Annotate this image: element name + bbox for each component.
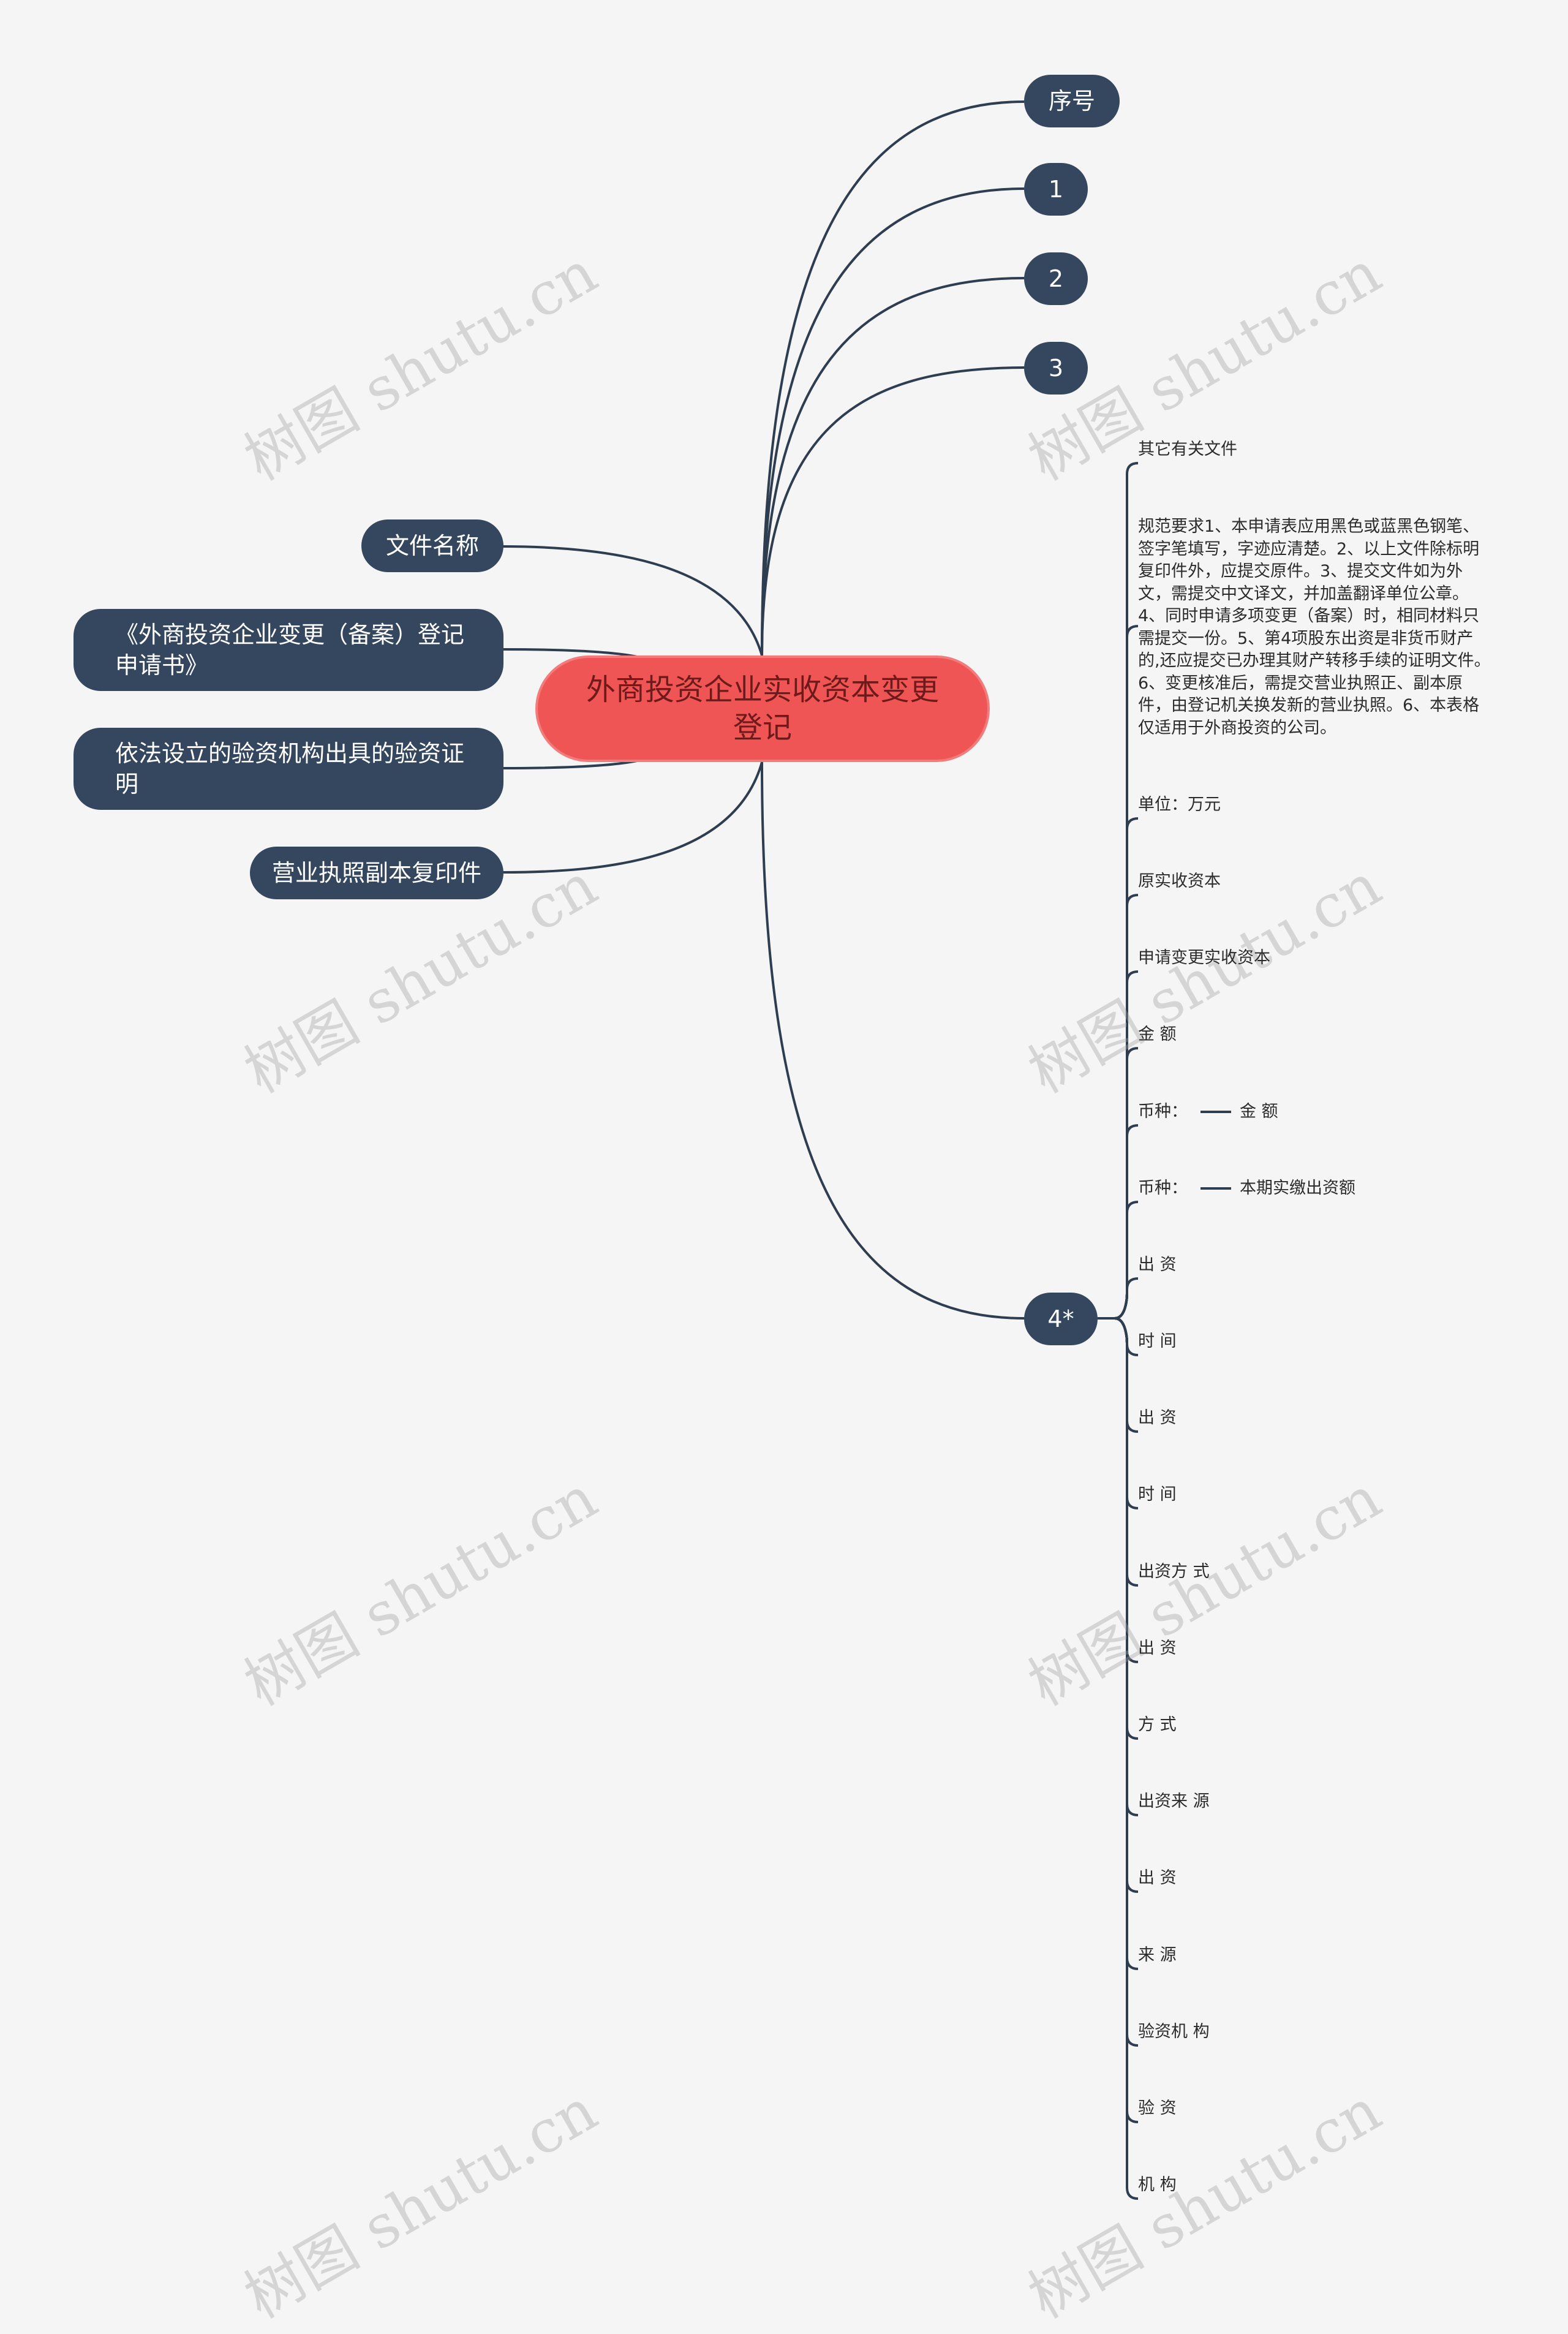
leaf-source: 来 源: [1138, 1946, 1177, 1965]
leaf-original-capital: 原实收资本: [1138, 872, 1221, 891]
leaf-contribution-source: 出资来 源: [1138, 1792, 1210, 1811]
leaf-agency: 机 构: [1138, 2175, 1177, 2194]
edge-root-license: [502, 761, 763, 874]
leaf-contribution: 出 资: [1138, 1639, 1177, 1658]
node-license-copy[interactable]: 营业执照副本复印件: [250, 847, 503, 899]
leaf-currency: 币种：: [1138, 1102, 1188, 1121]
edge-root-2: [761, 277, 1025, 656]
leaf-currency: 币种：: [1138, 1179, 1188, 1198]
node-3[interactable]: 3: [1024, 342, 1088, 395]
mindmap-connectors: [502, 100, 1231, 2200]
node-2[interactable]: 2: [1024, 252, 1088, 305]
edge-root-seq: [761, 100, 1025, 656]
node-capital-verification[interactable]: 依法设立的验资机构出具的验资证明: [74, 728, 503, 810]
node-application-form[interactable]: 《外商投资企业变更（备案）登记申请书》: [74, 609, 503, 691]
leaf-contribution: 出 资: [1138, 1408, 1177, 1427]
leaf-contribution-method: 出资方 式: [1138, 1562, 1210, 1581]
branch4-bracket: [1098, 462, 1139, 2200]
edge-root-4: [761, 761, 1025, 1320]
node-filename[interactable]: 文件名称: [361, 519, 503, 572]
edge-root-filename: [502, 545, 763, 656]
leaf-contribution: 出 资: [1138, 1868, 1177, 1887]
edge-root-capital-proof: [502, 760, 638, 769]
node-1[interactable]: 1: [1024, 163, 1088, 216]
node-4[interactable]: 4*: [1024, 1293, 1098, 1345]
leaf-requirements: 规范要求1、本申请表应用黑色或蓝黑色钢笔、签字笔填写，字迹应清楚。2、以上文件除…: [1138, 517, 1491, 738]
edge-root-3: [761, 366, 1025, 656]
edge-root-application: [502, 648, 638, 658]
edge-node4-leaf: [1114, 1317, 1139, 2200]
edge-node4-leaf: [1114, 1277, 1139, 1320]
leaf-time: 时 间: [1138, 1485, 1177, 1504]
leaf-verification-agency: 验资机 构: [1138, 2022, 1210, 2041]
node-seq[interactable]: 序号: [1024, 75, 1120, 127]
root-topic[interactable]: 外商投资企业实收资本变更登记: [535, 655, 990, 762]
leaf-time: 时 间: [1138, 1332, 1177, 1351]
leaf-method: 方 式: [1138, 1715, 1177, 1734]
leaf-verification: 验 资: [1138, 2099, 1177, 2118]
sub-paid-capital: 本期实缴出资额: [1240, 1179, 1355, 1198]
leaf-applied-capital: 申请变更实收资本: [1138, 948, 1270, 967]
edge-root-1: [761, 187, 1025, 656]
sub-amount: 金 额: [1240, 1102, 1278, 1121]
leaf-amount: 金 额: [1138, 1025, 1177, 1044]
leaf-contribution: 出 资: [1138, 1255, 1177, 1274]
leaf-other-documents: 其它有关文件: [1138, 440, 1237, 459]
leaf-unit: 单位：万元: [1138, 795, 1221, 814]
